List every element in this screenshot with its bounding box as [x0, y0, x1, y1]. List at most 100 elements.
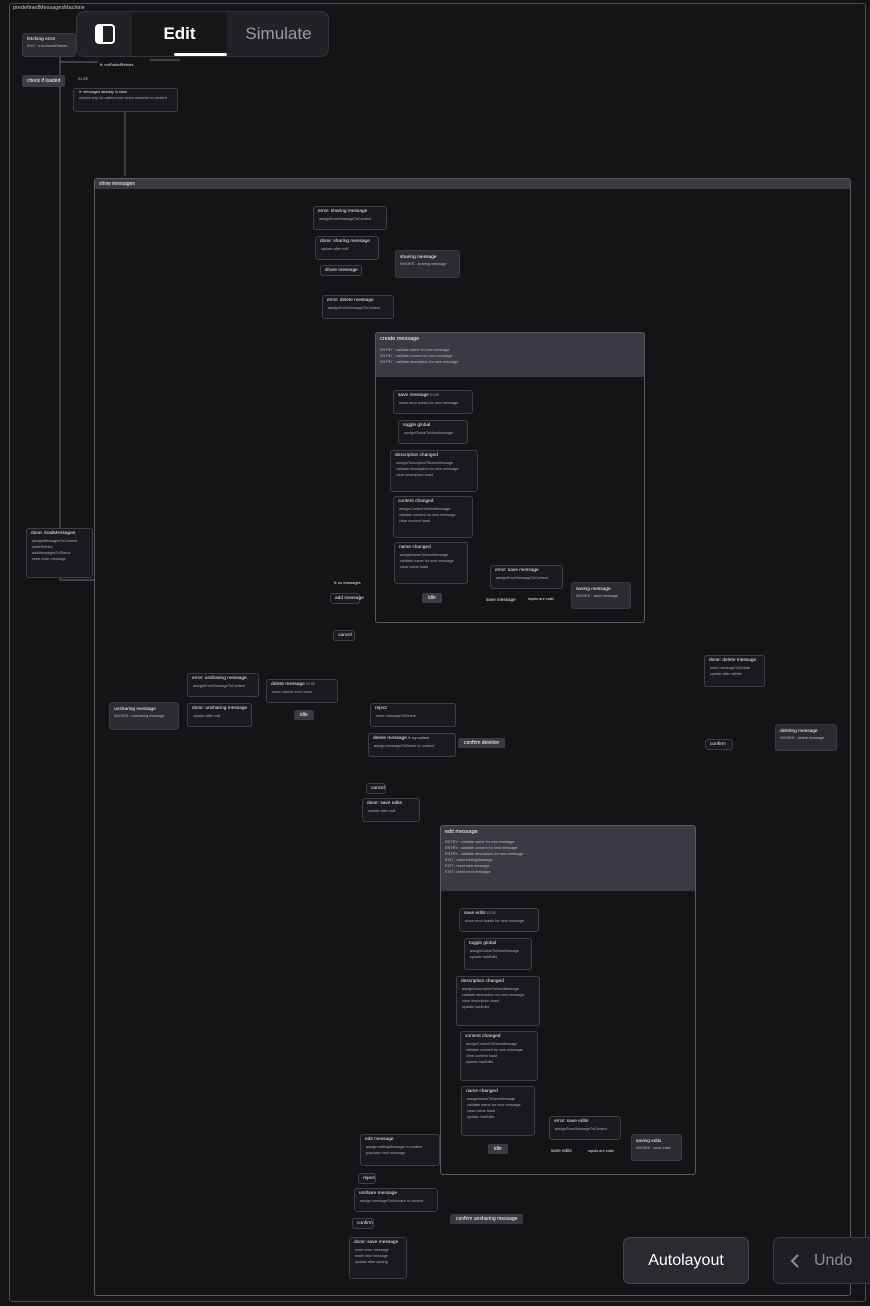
- event-error-save-edits[interactable]: error: save edits assignErrorMessageToCo…: [549, 1116, 621, 1140]
- event-action: validate description for new message: [396, 467, 459, 471]
- entry-action: ENTRY : validate name for new message: [380, 348, 450, 352]
- event-reject[interactable]: reject reset messageToDelete: [370, 703, 456, 727]
- panel-toggle-button[interactable]: [77, 12, 133, 56]
- event-action: assignDescriptionToNewMessage: [462, 987, 519, 991]
- event-name-changed-edit[interactable]: name changed assignNameToNewMessage vali…: [461, 1086, 535, 1136]
- event-action: validate name for new message: [400, 559, 454, 563]
- event-title: unshare message: [359, 1191, 398, 1196]
- state-saving-edits[interactable]: saving edits INVOKE : save edits: [631, 1134, 682, 1161]
- event-cancel-2[interactable]: cancel: [366, 783, 386, 794]
- state-check-if-loaded[interactable]: check if loaded: [22, 75, 66, 87]
- event-title: done: sharing message: [320, 239, 370, 244]
- event-save-edits[interactable]: save edits: [551, 1148, 572, 1153]
- event-reject-2[interactable]: reject: [358, 1173, 376, 1184]
- tab-edit[interactable]: Edit: [132, 12, 227, 56]
- event-done-sharing[interactable]: done: sharing message update after edit: [315, 236, 379, 260]
- event-done-delete[interactable]: done: delete message reset messageToDele…: [704, 655, 765, 687]
- event-delete-message-guard[interactable]: delete message if: my content assign mes…: [368, 733, 456, 757]
- event-title: error: save message: [495, 568, 539, 573]
- tab-simulate[interactable]: Simulate: [245, 24, 312, 43]
- state-title: create message: [380, 336, 420, 342]
- event-confirm-2[interactable]: confirm: [352, 1218, 374, 1229]
- event-action: assignErrorMessageToContext: [555, 1127, 607, 1131]
- state-confirm-unsharing[interactable]: confirm unsharing message: [450, 1214, 524, 1224]
- event-done-unsharing[interactable]: done: unsharing message update after edi…: [187, 703, 252, 727]
- state-title: saving edits: [636, 1139, 662, 1144]
- event-done-save-message[interactable]: done: save message reset error message r…: [349, 1237, 407, 1279]
- event-done-save-edits[interactable]: done: save edits update after edit: [362, 798, 420, 822]
- entry-action: ENTRY : validate content for new message: [445, 846, 518, 850]
- event-description-changed-edit[interactable]: description changed assignDescriptionToN…: [456, 976, 540, 1026]
- event-action: show error toasts for new message: [399, 401, 459, 405]
- event-action: assignGlobalToNewMessage: [404, 431, 453, 435]
- event-title-text: delete message: [373, 736, 407, 741]
- event-content-changed-edit[interactable]: content changed assignContentToNewMessag…: [460, 1031, 538, 1081]
- event-title: done: save edits: [367, 801, 402, 806]
- state-sharing-message[interactable]: sharing message INVOKE : sharing message: [395, 250, 460, 278]
- event-save-message-else[interactable]: save message ELSE show error toasts for …: [393, 390, 473, 414]
- event-error-delete[interactable]: error: delete message assignErrorMessage…: [322, 295, 394, 319]
- event-title: confirm: [710, 742, 726, 747]
- state-title: saving message: [576, 587, 611, 592]
- event-title: delete message ELSE: [267, 680, 337, 689]
- event-action: assignMessagesToContext: [32, 539, 78, 543]
- guard-messages-in-store[interactable]: if: messages already in store should onl…: [73, 88, 178, 112]
- event-cancel[interactable]: cancel: [333, 630, 355, 641]
- state-idle-main[interactable]: idle: [294, 710, 314, 720]
- exit-action: EXIT : reset new message: [445, 864, 490, 868]
- event-action: validate content for new message: [466, 1048, 523, 1052]
- event-action: assignGlobalToNewMessage: [470, 949, 519, 953]
- event-confirm[interactable]: confirm: [705, 739, 733, 750]
- entry-action: ENTRY : validate description for new mes…: [445, 852, 524, 856]
- event-delete-message-else[interactable]: delete message ELSE show cannot error to…: [266, 679, 338, 703]
- event-edit-message[interactable]: edit message assign editingMessage to co…: [360, 1134, 440, 1166]
- event-description-changed[interactable]: description changed assignDescriptionToN…: [390, 450, 478, 492]
- event-title: content changed: [465, 1034, 501, 1039]
- event-unshare-message[interactable]: unshare message assign messageToUnshare …: [354, 1188, 438, 1212]
- event-done-load-messages[interactable]: done: loadMessages assignMessagesToConte…: [26, 528, 93, 578]
- event-title: error: save edits: [554, 1119, 589, 1124]
- event-add-message[interactable]: add message: [330, 593, 364, 604]
- event-name-changed[interactable]: name changed assignNameToNewMessage vali…: [394, 542, 468, 584]
- state-confirm-deletion[interactable]: confirm deletion: [458, 738, 506, 748]
- state-title: show messages: [95, 179, 850, 189]
- event-action: update hasEdits: [467, 1115, 495, 1119]
- state-header: edit message ENTRY : validate name for n…: [441, 826, 695, 891]
- machine-frame: [9, 3, 866, 1302]
- event-content-changed[interactable]: content changed assignContentToNewMessag…: [393, 496, 473, 538]
- event-action: assignContentToNewMessage: [399, 507, 451, 511]
- state-idle-create[interactable]: idle: [422, 593, 442, 603]
- event-title-text: save message: [398, 393, 429, 398]
- event-title: add message: [335, 596, 364, 601]
- event-title: share message: [325, 268, 358, 273]
- state-unsharing-message[interactable]: unsharing message INVOKE : unsharing mes…: [109, 702, 179, 730]
- event-title: done: unsharing message: [192, 706, 248, 711]
- autolayout-button[interactable]: Autolayout: [623, 1237, 749, 1284]
- state-action: EXIT : incrementRetries: [27, 44, 68, 48]
- event-save-message[interactable]: save message: [486, 597, 516, 602]
- event-error-unsharing[interactable]: error: unsharing message assignErrorMess…: [187, 673, 259, 697]
- event-share-message[interactable]: share message: [320, 265, 362, 276]
- state-header: create message ENTRY : validate name for…: [376, 333, 644, 377]
- undo-button[interactable]: Undo: [773, 1237, 870, 1284]
- event-action: clear content toast: [466, 1054, 498, 1058]
- state-saving-message[interactable]: saving message INVOKE : save message: [571, 582, 631, 609]
- event-toggle-global[interactable]: toggle global assignGlobalToNewMessage: [398, 420, 468, 444]
- state-fetching-error[interactable]: fetching error EXIT : incrementRetries: [22, 33, 76, 57]
- entry-action: ENTRY : validate description for new mes…: [380, 360, 459, 364]
- state-title: sharing message: [400, 255, 437, 260]
- state-deleting-message[interactable]: deleting message INVOKE : delete message: [775, 724, 837, 751]
- state-invoke: INVOKE : unsharing message: [114, 714, 165, 718]
- event-save-edits-else[interactable]: save edits ELSE show error toasts for ne…: [459, 908, 539, 932]
- event-action: reset messageToDelete: [376, 714, 416, 718]
- tab-edit-indicator: [174, 53, 227, 56]
- state-idle-edit[interactable]: idle: [488, 1144, 508, 1154]
- machine-title: predefinedMessagesMachine: [13, 5, 85, 11]
- event-title: cancel: [371, 786, 385, 791]
- event-error-sharing[interactable]: error: sharing message assignErrorMessag…: [313, 206, 387, 230]
- state-invoke: INVOKE : save message: [576, 594, 618, 598]
- event-error-save-message[interactable]: error: save message assignErrorMessageTo…: [490, 565, 563, 589]
- event-toggle-global-edit[interactable]: toggle global assignGlobalToNewMessage u…: [464, 938, 532, 970]
- event-title: save message ELSE: [394, 391, 472, 400]
